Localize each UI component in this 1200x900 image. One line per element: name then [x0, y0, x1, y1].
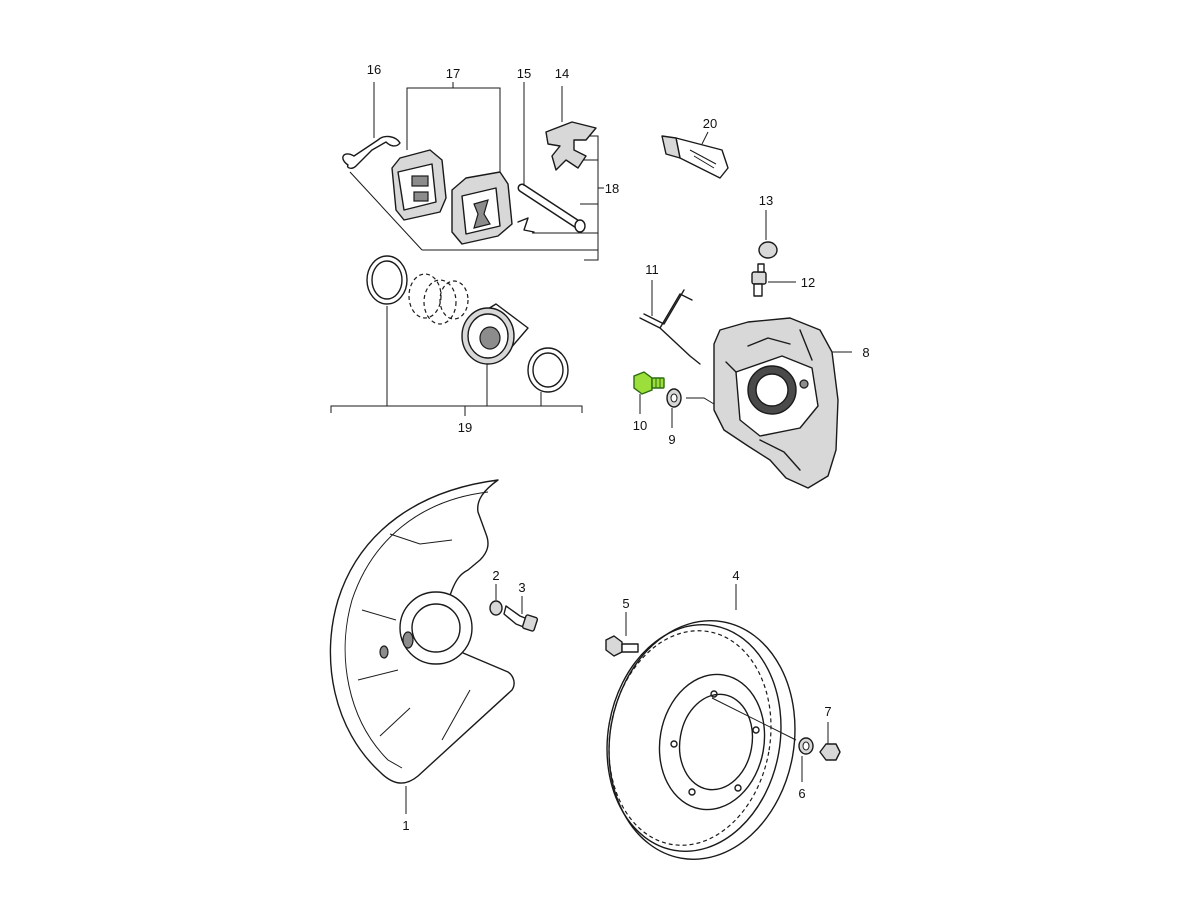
- caliper-part-8: [686, 317, 852, 489]
- grease-tube-part-20: [661, 131, 729, 179]
- callout-2[interactable]: 2: [492, 568, 499, 583]
- retaining-ring-right: [527, 347, 569, 393]
- bracket-17: [406, 82, 501, 178]
- callout-11[interactable]: 11: [645, 262, 659, 277]
- bolt-part-3: [503, 596, 539, 632]
- brake-disc-part-4: [606, 584, 797, 860]
- callout-16[interactable]: 16: [367, 62, 381, 77]
- bleed-valve-part-12: [751, 263, 796, 297]
- seal-ring-left: [366, 255, 408, 305]
- callout-7[interactable]: 7: [824, 704, 831, 719]
- spring-plate-part-14: [545, 86, 597, 171]
- callout-4[interactable]: 4: [732, 568, 739, 583]
- clip-part-16: [342, 82, 401, 169]
- wire-spring-part-11: [639, 280, 701, 365]
- callout-3[interactable]: 3: [518, 580, 525, 595]
- callout-15[interactable]: 15: [517, 66, 531, 81]
- dust-boot-dashed: [408, 273, 469, 325]
- callout-labels: 1 2 3 4 5 6 7 8 9 10 11 12 13 14 15 16 1…: [367, 62, 870, 833]
- callout-12[interactable]: 12: [801, 275, 815, 290]
- callout-18[interactable]: 18: [605, 181, 619, 196]
- washer-part-6: [798, 737, 814, 782]
- washer-part-9: [666, 388, 682, 428]
- callout-9[interactable]: 9: [668, 432, 675, 447]
- brake-pad-right: [451, 171, 513, 245]
- washer-part-2: [489, 584, 503, 616]
- callout-5[interactable]: 5: [622, 596, 629, 611]
- piston-part: [461, 303, 529, 365]
- nut-part-7: [819, 722, 841, 761]
- callout-14[interactable]: 14: [555, 66, 569, 81]
- brake-pad-left: [391, 149, 447, 221]
- callout-1[interactable]: 1: [402, 818, 409, 833]
- bleed-cap-part-13: [758, 210, 778, 259]
- bracket-18: [349, 135, 604, 261]
- callout-19[interactable]: 19: [458, 420, 472, 435]
- callout-17[interactable]: 17: [446, 66, 460, 81]
- callout-20[interactable]: 20: [703, 116, 717, 131]
- callout-10[interactable]: 10: [633, 418, 647, 433]
- bolt-part-5: [605, 612, 639, 657]
- bolt-part-10-highlighted[interactable]: [633, 371, 665, 414]
- bracket-19: [330, 306, 583, 416]
- callout-8[interactable]: 8: [862, 345, 869, 360]
- splash-shield-part-1: [329, 479, 515, 814]
- callout-6[interactable]: 6: [798, 786, 805, 801]
- guide-pin-part-15: [517, 82, 586, 233]
- callout-13[interactable]: 13: [759, 193, 773, 208]
